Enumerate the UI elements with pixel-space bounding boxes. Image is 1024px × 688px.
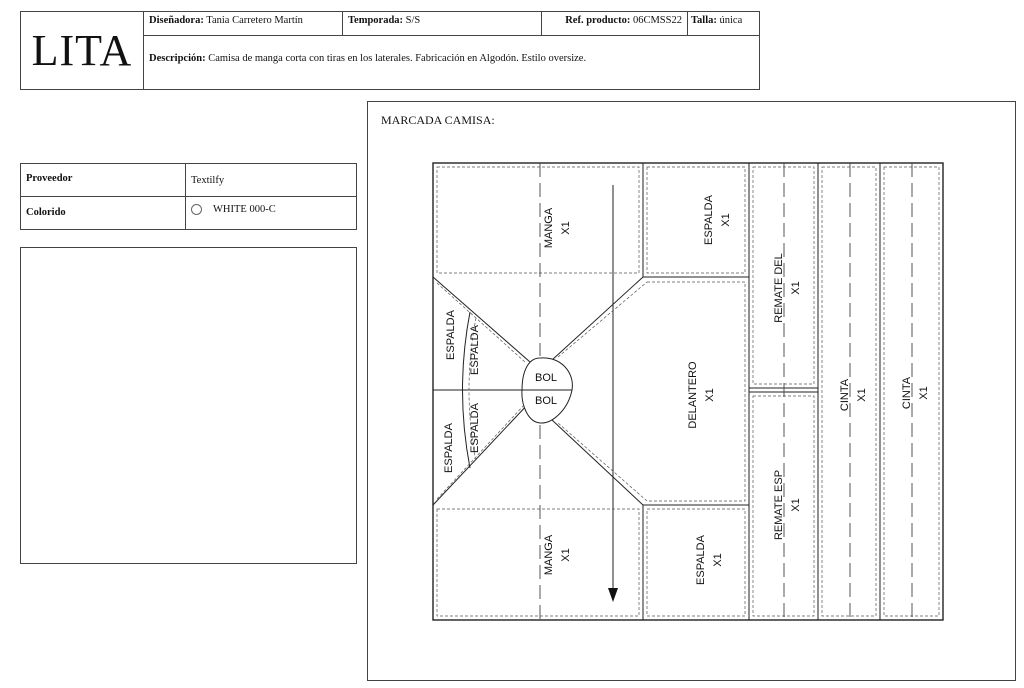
- label-bol: BOL: [535, 372, 557, 384]
- label-x1: X1: [918, 386, 930, 399]
- description-cell: Descripción: Camisa de manga corta con t…: [149, 53, 587, 64]
- label-x1: X1: [704, 388, 716, 401]
- label-manga-bottom: MANGA: [543, 534, 555, 575]
- label-manga-top: MANGA: [543, 207, 555, 248]
- image-placeholder-box: [20, 247, 357, 564]
- label-x1: X1: [790, 498, 802, 511]
- label-x1: X1: [720, 213, 732, 226]
- label-x1: X1: [790, 281, 802, 294]
- label-espalda: ESPALDA: [469, 402, 481, 453]
- label-delantero: DELANTERO: [687, 361, 699, 429]
- marker-panel: MARCADA CAMISA:: [367, 101, 1016, 681]
- label-x1: X1: [560, 221, 572, 234]
- label-cinta: CINTA: [901, 376, 913, 409]
- label-x1: X1: [856, 388, 868, 401]
- label-cinta: CINTA: [839, 378, 851, 411]
- supplier-label: Proveedor: [21, 164, 186, 197]
- label-espalda-bottom: ESPALDA: [695, 534, 707, 585]
- supplier-value: Textilfy: [186, 164, 356, 197]
- size-cell: Talla: única: [688, 12, 759, 36]
- label-espalda: ESPALDA: [443, 422, 455, 473]
- color-label: Colorido: [21, 197, 186, 229]
- label-espalda: ESPALDA: [469, 324, 481, 375]
- grain-arrow-head: [608, 588, 618, 602]
- marker-title: MARCADA CAMISA:: [381, 113, 495, 127]
- color-value: WHITE 000-C: [186, 197, 356, 229]
- header-table: LITA Diseñadora: Tania Carretero Martín …: [20, 11, 760, 90]
- logo: LITA: [21, 12, 144, 89]
- label-remate-esp: REMATE ESP: [773, 470, 785, 540]
- label-x1: X1: [712, 553, 724, 566]
- info-table: Proveedor Textilfy Colorido WHITE 000-C: [20, 163, 357, 230]
- designer-cell: Diseñadora: Tania Carretero Martín: [144, 12, 343, 36]
- label-x1: X1: [560, 548, 572, 561]
- label-bol: BOL: [535, 395, 557, 407]
- season-cell: Temporada: S/S: [343, 12, 542, 36]
- label-espalda-top: ESPALDA: [703, 194, 715, 245]
- color-swatch-circle: [191, 204, 202, 216]
- label-remate-del: REMATE DEL: [773, 253, 785, 322]
- label-espalda: ESPALDA: [445, 309, 457, 360]
- ref-cell: Ref. producto: 06CMSS22: [542, 12, 688, 36]
